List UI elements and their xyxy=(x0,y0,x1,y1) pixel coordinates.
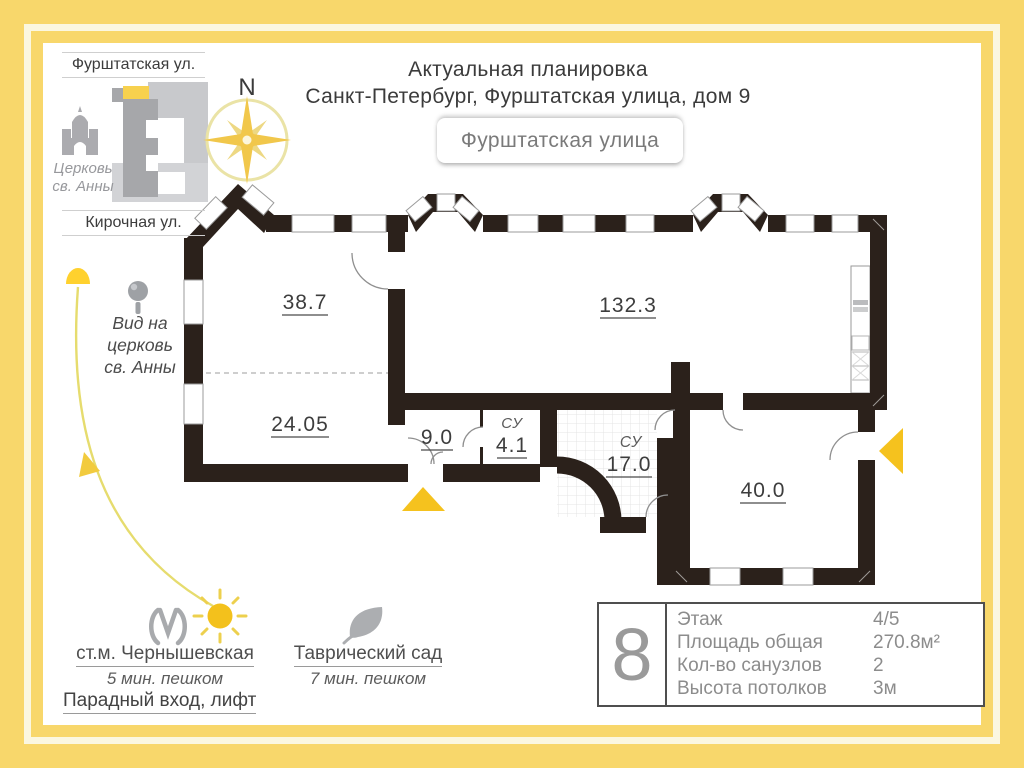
room-label-40-0: 40.0 xyxy=(741,479,786,502)
bath-label-su-2: СУ xyxy=(620,434,643,451)
info-rows: Этаж 4/5 Площадь общая 270.8м² Кол-во са… xyxy=(667,604,983,705)
info-panel: 8 Этаж 4/5 Площадь общая 270.8м² Кол-во … xyxy=(597,602,985,707)
floor-plan: 38.7 132.3 24.05 9.0 4.1 17.0 40.0 СУ СУ xyxy=(183,184,903,586)
windows xyxy=(183,184,859,586)
view-note-line2: церковь xyxy=(107,335,173,355)
info-value-ceiling: 3м xyxy=(873,678,897,700)
room-label-38-7: 38.7 xyxy=(283,291,328,314)
entrance-note: Парадный вход, лифт xyxy=(63,690,257,714)
info-label-floor: Этаж xyxy=(677,608,723,630)
info-big-number: 8 xyxy=(599,604,667,705)
legend-park: Таврический сад 7 мин. пешком xyxy=(268,643,468,689)
sun-icon xyxy=(192,588,248,644)
kitchen-strip xyxy=(850,265,871,394)
metro-walk-time: 5 мин. пешком xyxy=(106,669,224,688)
church-label-line1: Церковь xyxy=(53,160,113,177)
info-label-area: Площадь общая xyxy=(677,631,823,653)
minimap-building xyxy=(112,82,208,202)
minimap-street-bottom-label: Кирочная ул. xyxy=(85,214,182,231)
street-name-label: Фурштатская улица xyxy=(460,128,660,152)
door-arcs xyxy=(351,252,859,518)
room-label-132-3: 132.3 xyxy=(599,294,657,317)
entrance-arrow-right xyxy=(879,428,903,474)
info-value-area: 270.8м² xyxy=(873,631,940,653)
info-row-floor: Этаж 4/5 xyxy=(677,609,971,631)
minimap-highlighted-unit xyxy=(123,86,149,99)
room-label-24-05: 24.05 xyxy=(271,413,329,436)
info-value-bathrooms: 2 xyxy=(873,655,884,677)
walls xyxy=(184,184,887,585)
view-dome-marker xyxy=(66,268,90,284)
minimap-street-top: Фурштатская ул. xyxy=(62,52,205,78)
entrance-arrow-bottom xyxy=(402,487,445,511)
room-labels: 38.7 132.3 24.05 9.0 4.1 17.0 40.0 СУ СУ xyxy=(271,291,786,502)
view-note-line3: св. Анны xyxy=(104,357,176,377)
metro-icon xyxy=(149,607,187,646)
compass-icon xyxy=(203,96,291,184)
title-line2: Санкт-Петербург, Фурштатская улица, дом … xyxy=(305,85,751,108)
metro-station-label: ст.м. Чернышевская xyxy=(76,643,254,667)
corner-hatches xyxy=(675,218,885,583)
minimap-street-top-label: Фурштатская ул. xyxy=(71,56,196,73)
room-label-9-0: 9.0 xyxy=(421,426,453,449)
info-value-floor: 4/5 xyxy=(873,608,900,630)
street-name-pill: Фурштатская улица xyxy=(437,118,683,163)
entrance-note-label: Парадный вход, лифт xyxy=(63,690,257,714)
view-note: Вид на церковь св. Анны xyxy=(73,312,207,378)
info-label-bathrooms: Кол-во санузлов xyxy=(677,655,822,677)
view-note-line1: Вид на xyxy=(112,313,168,333)
room-label-underlines xyxy=(271,314,786,504)
church-label: Церковь св. Анны xyxy=(37,160,129,196)
room-label-4-1: 4.1 xyxy=(496,434,528,457)
room-label-17-0: 17.0 xyxy=(607,453,652,476)
church-icon xyxy=(62,106,98,155)
info-row-ceiling: Высота потолков 3м xyxy=(677,678,971,700)
legend-metro: ст.м. Чернышевская 5 мин. пешком xyxy=(65,643,265,689)
view-arc-arrowhead xyxy=(79,452,100,477)
info-row-bathrooms: Кол-во санузлов 2 xyxy=(677,655,971,677)
minimap-street-bottom: Кирочная ул. xyxy=(62,210,205,236)
church-label-line2: св. Анны xyxy=(52,178,114,195)
pin-icon xyxy=(128,281,148,314)
info-row-area: Площадь общая 270.8м² xyxy=(677,632,971,654)
park-name-label: Таврический сад xyxy=(293,643,443,667)
park-walk-time: 7 мин. пешком xyxy=(309,669,427,688)
leaf-icon xyxy=(342,607,383,645)
page-title: Актуальная планировка Санкт-Петербург, Ф… xyxy=(278,56,778,110)
bath-label-su-1: СУ xyxy=(501,415,523,432)
title-line1: Актуальная планировка xyxy=(408,58,648,81)
info-label-ceiling: Высота потолков xyxy=(677,678,827,700)
compass-north-label: N xyxy=(238,74,255,101)
